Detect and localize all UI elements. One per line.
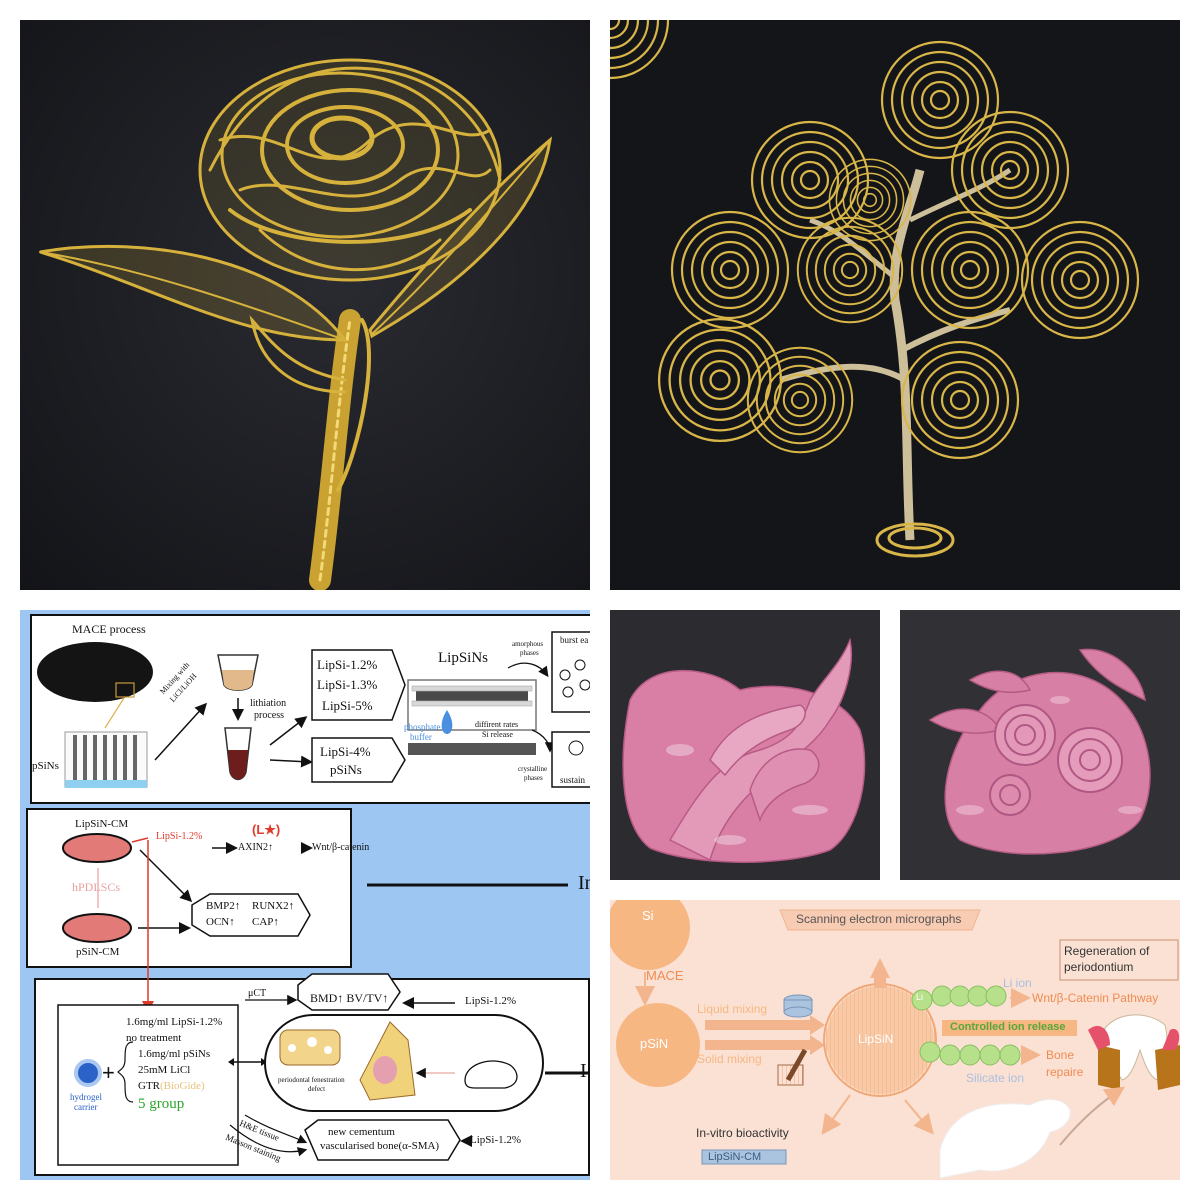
li-bead-label: Li [916,992,924,1002]
amorphous-label-1: amorphous [512,640,544,648]
research-schematic: MACE process pSiNs Mixing with LiCl/LiOH… [20,610,590,1180]
mace-process-label: MACE process [72,622,146,636]
plus-sign: + [102,1060,115,1085]
lipsi-12-b-label: LipSi-1.2% [470,1134,522,1146]
runx2-label: RUNX2↑ [252,900,295,912]
psins-box-label: pSiNs [330,762,362,777]
gtr-label: GTR(BioGide) [138,1080,205,1092]
defect-label-2: defect [308,1085,326,1093]
solid-mixing-label: Solid mixing [697,1052,762,1066]
gtr-suffix: (BioGide) [160,1080,205,1092]
psin-label: pSiN [640,1036,669,1051]
ocn-label: OCN↑ [206,916,235,928]
burst-label: burst ea [560,635,589,645]
hydrogel-label-1: hydrogel [70,1092,102,1102]
hydrogel-label-2: carrier [74,1102,98,1112]
bmd-label: BMD↑ BV/TV↑ [310,991,389,1005]
regen-label-1: Regeneration of [1064,944,1150,958]
lipsi-13-label: LipSi-1.3% [317,677,378,692]
invitro-label: In-vitro bioactivity [696,1126,789,1140]
lipsi-12-a-label: LipSi-1.2% [465,995,517,1007]
mace-label: MACE [646,968,684,983]
invitro-box [26,808,352,968]
clay-roses-photo [900,610,1180,880]
best-mark: (L★) [252,822,281,837]
si-label: Si [642,908,654,923]
wire-tree-photo [610,20,1180,590]
crystalline-label-2: phases [524,774,543,782]
liquid-mixing-label: Liquid mixing [697,1002,768,1016]
psin-cm-label: pSiN-CM [76,946,120,958]
lipsi-12-red-label: LipSi-1.2% [156,831,203,842]
lithiation-label-2: process [254,710,284,721]
phosphate-label-2: buffer [410,732,432,742]
psins-label: pSiNs [32,760,59,772]
bone-label-1: Bone [1046,1048,1075,1062]
axin2-label: AXIN2↑ [238,842,273,853]
hpdlscs-label: hPDLSCs [72,880,121,894]
phosphate-label-1: phosphate [404,722,441,732]
lipsi-12-label: LipSi-1.2% [317,657,378,672]
muct-label: μCT [248,988,267,999]
silicate-ion-label: Silicate ion [966,1071,1025,1085]
graphical-abstract: Si MACE pSiN Liquid mixing Solid mixing … [610,900,1180,1180]
wnt-pathway-label: Wnt/β-Catenin Pathway [1032,991,1159,1005]
clay-figure-photo [610,610,880,880]
controlled-release-label: Controlled ion release [950,1021,1066,1033]
cap-label: CAP↑ [252,916,279,928]
lipsi-4-label: LipSi-4% [320,744,371,759]
side-label-invivo: I [580,1060,587,1082]
gtr-prefix: GTR [138,1080,160,1092]
cementum-label-1: new cementum [328,1126,395,1138]
five-group-label: 5 group [138,1096,185,1112]
group-line-1: 1.6mg/ml LipSi-1.2% [126,1016,223,1028]
bone-label-2: repaire [1046,1065,1084,1079]
wnt-label: Wnt/β-catenin [312,842,370,853]
lipsin-cm-label: LipSiN-CM [75,818,129,830]
rates-label-1: diffirent rates [475,720,519,729]
lipsin-label: LipSiN [858,1032,894,1046]
group-line-3: 1.6mg/ml pSiNs [138,1048,211,1060]
amorphous-label-2: phases [520,649,539,657]
lipsin-cm-abstract-label: LipSiN-CM [708,1151,762,1163]
side-label-invitro: In [578,872,590,894]
lipsins-title: LipSiNs [438,650,489,666]
cementum-label-2: vascularised bone(α-SMA) [320,1140,440,1152]
group-line-2: no treatment [126,1032,182,1044]
crystalline-label-1: crystalline [518,765,548,773]
li-ion-label: Li ion [1003,976,1032,990]
lithiation-label-1: lithiation [250,698,287,709]
bmp2-label: BMP2↑ [206,900,241,912]
wire-rose-photo [20,20,590,590]
group-line-4: 25mM LiCl [138,1064,191,1076]
rates-label-2: Si release [482,730,513,739]
regen-label-2: periodontium [1064,960,1134,974]
sem-label: Scanning electron micrographs [796,912,962,926]
defect-label-1: periodontal fenestration [278,1076,345,1084]
lipsi-5-label: LipSi-5% [322,698,373,713]
sustain-label: sustain [560,775,586,785]
